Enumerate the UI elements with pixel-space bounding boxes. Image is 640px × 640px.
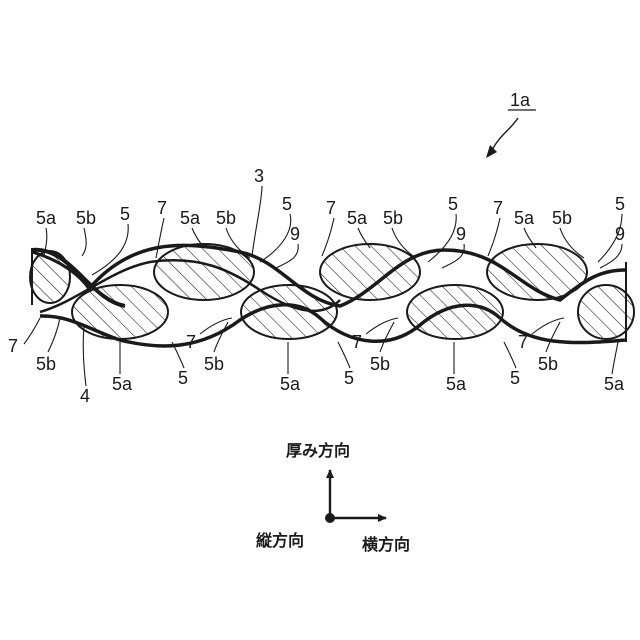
label: 5a	[514, 208, 535, 228]
label: 5a	[347, 208, 368, 228]
label: 5	[510, 368, 520, 388]
label: 5	[448, 194, 458, 214]
leader-line	[276, 244, 298, 268]
label: 5	[120, 204, 130, 224]
label: 5b	[36, 354, 56, 374]
label: 7	[493, 198, 503, 218]
leader-line	[338, 342, 350, 368]
leader-line	[260, 214, 291, 262]
longitudinal-direction-label: 縦方向	[256, 531, 304, 550]
label: 5b	[383, 208, 403, 228]
label: 5a	[280, 374, 301, 394]
weft-yarn-section	[241, 285, 337, 339]
fabric-cross-section	[30, 244, 634, 346]
label: 5	[615, 194, 625, 214]
label: 5	[178, 368, 188, 388]
leader-line	[214, 322, 228, 352]
leader-line	[428, 214, 456, 262]
label: 3	[254, 166, 264, 186]
label: 5a	[180, 208, 201, 228]
thickness-direction-label: 厚み方向	[286, 441, 350, 460]
label: 9	[456, 224, 466, 244]
leader-line	[200, 318, 232, 334]
leader-line	[48, 318, 60, 352]
label: 7	[186, 332, 196, 352]
label: 5a	[446, 374, 467, 394]
weft-yarn-section	[30, 251, 70, 303]
weft-yarn-section	[72, 285, 168, 339]
figure-reference: 1a	[486, 90, 536, 158]
figure-ref-label: 1a	[510, 90, 531, 110]
curved-arrow-icon	[492, 118, 518, 150]
label: 5b	[76, 208, 96, 228]
label: 5b	[538, 354, 558, 374]
transverse-direction-label: 横方向	[362, 535, 410, 554]
label: 5a	[604, 374, 625, 394]
label: 5a	[36, 208, 57, 228]
leader-line	[504, 342, 516, 368]
leader-line	[24, 318, 40, 344]
label: 5b	[204, 354, 224, 374]
bottom-reference-labels: 7 5b 4 5a 5 7 5b 5a 5 7 5b 5a 5 7 5b 5a	[8, 332, 625, 406]
weft-yarn-section	[320, 244, 420, 300]
label: 5b	[370, 354, 390, 374]
label: 5	[344, 368, 354, 388]
leader-line	[366, 318, 398, 334]
label: 5b	[216, 208, 236, 228]
label: 5b	[552, 208, 572, 228]
label: 9	[290, 224, 300, 244]
leader-line	[488, 218, 500, 256]
label: 7	[8, 336, 18, 356]
direction-axes: 厚み方向 縦方向 横方向	[256, 441, 410, 554]
leader-line	[442, 244, 464, 268]
leader-line	[546, 322, 560, 352]
label: 7	[518, 332, 528, 352]
arrowhead-icon	[486, 145, 497, 158]
label: 5	[282, 194, 292, 214]
label: 7	[326, 198, 336, 218]
weft-yarn-section	[487, 244, 587, 300]
leader-line	[322, 218, 334, 256]
leader-line	[252, 186, 262, 256]
label: 7	[157, 198, 167, 218]
leader-line	[83, 326, 86, 386]
leader-line	[82, 228, 86, 256]
weft-yarn-section	[154, 244, 254, 300]
leader-line	[532, 318, 564, 334]
leader-line	[380, 322, 394, 352]
label: 7	[352, 332, 362, 352]
weft-yarn-section	[407, 285, 503, 339]
label: 4	[80, 386, 90, 406]
leader-line	[156, 218, 164, 258]
leader-line	[612, 342, 618, 374]
label: 5a	[112, 374, 133, 394]
longitudinal-direction-dot-icon	[325, 513, 335, 523]
